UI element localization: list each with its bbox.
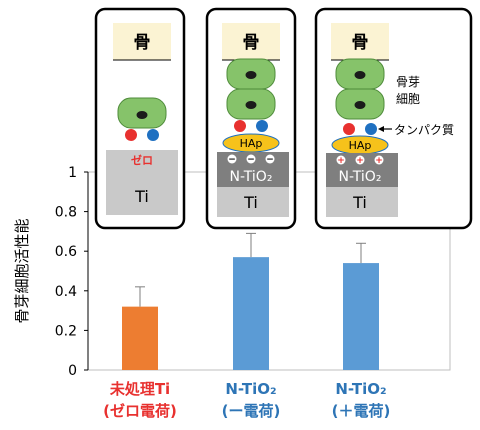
osteoblast-cell <box>335 58 385 90</box>
ti-substrate <box>217 187 289 217</box>
cell-nucleus <box>245 101 257 109</box>
cell-nucleus <box>354 71 366 79</box>
bar <box>233 257 269 370</box>
x-category-label-line2: (＋電荷) <box>332 402 391 420</box>
negative-charge-sign: − <box>266 155 274 165</box>
blue-protein <box>256 120 268 132</box>
positive-charge <box>355 155 365 165</box>
y-tick-label: 0 <box>68 363 77 379</box>
positive-charges: + + + <box>336 155 384 166</box>
protein-label: タンパク質 <box>394 122 454 137</box>
blue-protein <box>365 123 377 135</box>
positive-charge-sign: + <box>337 156 345 166</box>
ti-substrate <box>106 167 178 215</box>
y-tick-label: 0.4 <box>55 284 77 300</box>
bone-label: 骨 <box>243 33 260 53</box>
ntio2-label: N-TiO₂ <box>230 169 273 185</box>
protein-pointer-arrowhead <box>378 126 384 132</box>
bars <box>122 232 379 370</box>
cell-nucleus <box>354 101 366 109</box>
hap-label: HAp <box>349 139 372 152</box>
negative-charge <box>227 154 237 164</box>
cell-nucleus <box>245 71 257 79</box>
diagram-untreated-ti: 骨 ゼロ Ti <box>94 7 186 230</box>
y-tick-label: 0.6 <box>55 244 77 260</box>
x-category-label-line1: N-TiO₂ <box>335 380 386 398</box>
y-axis-label: 骨芽細胞活性能 <box>13 218 31 323</box>
ti-substrate <box>326 187 398 217</box>
bar-chart: 骨芽細胞活性能 0 0.2 0.4 0.6 0.8 1 未処理Ti (ゼロ電荷) N-TiO₂… <box>13 165 451 420</box>
osteoblast-cell <box>335 88 385 120</box>
zero-charge-label: ゼロ <box>131 153 153 167</box>
positive-charge-sign: + <box>375 156 383 166</box>
positive-charge <box>336 155 346 165</box>
positive-charge <box>374 155 384 165</box>
y-ticks: 0 0.2 0.4 0.6 0.8 1 <box>55 165 88 379</box>
y-tick-label: 0.8 <box>55 205 77 221</box>
ti-label: Ti <box>134 187 149 206</box>
osteoblast-label-line1: 骨芽 <box>396 75 420 89</box>
bone-block <box>113 23 171 60</box>
hap-label: HAp <box>240 137 263 150</box>
bone-label: 骨 <box>134 33 151 53</box>
osteoblast-cell <box>117 97 167 129</box>
x-labels: 未処理Ti (ゼロ電荷) N-TiO₂ (ー電荷) N-TiO₂ (＋電荷) <box>103 380 390 420</box>
osteoblast-label-line2: 細胞 <box>396 92 420 106</box>
red-protein <box>343 123 355 135</box>
red-protein <box>125 129 137 141</box>
bar <box>122 306 158 370</box>
cell-nucleus <box>136 111 148 119</box>
blue-protein <box>147 129 159 141</box>
osteoblast-cell <box>226 58 276 90</box>
bone-block <box>222 23 280 60</box>
x-category-label-line2: (ゼロ電荷) <box>103 402 177 420</box>
diagram-ntio2-negative: 骨 HAp − − − N-TiO₂ Ti <box>205 7 297 230</box>
y-tick-label: 0.2 <box>55 323 77 339</box>
x-category-label-line1: N-TiO₂ <box>225 380 276 398</box>
bone-label: 骨 <box>352 33 369 53</box>
negative-charge-sign: − <box>247 155 255 165</box>
red-protein <box>234 120 246 132</box>
negative-charge <box>246 154 256 164</box>
negative-charge-sign: − <box>228 155 236 165</box>
ti-label: Ti <box>243 193 258 212</box>
ti-label: Ti <box>352 193 367 212</box>
negative-charge <box>265 154 275 164</box>
positive-charge-sign: + <box>356 156 364 166</box>
osteoblast-cell <box>226 88 276 120</box>
x-category-label-line2: (ー電荷) <box>222 402 281 420</box>
negative-charges: − − − <box>227 154 275 165</box>
x-category-label-line1: 未処理Ti <box>109 380 170 398</box>
y-tick-label: 1 <box>68 165 77 181</box>
bar <box>343 263 379 370</box>
bone-block <box>331 23 389 60</box>
ntio2-label: N-TiO₂ <box>339 169 382 185</box>
ti-surface <box>106 150 178 167</box>
diagram-ntio2-positive: 骨 骨芽 細胞 タンパク質 HAp + + + N-TiO₂ Ti <box>314 7 473 230</box>
